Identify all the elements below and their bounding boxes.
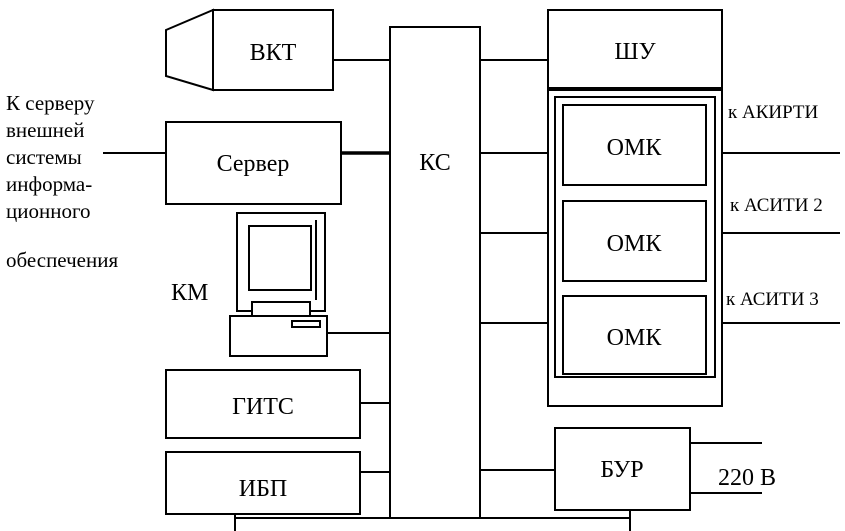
voltage-label: 220 В (718, 465, 776, 491)
vkt-label: ВКТ (250, 40, 297, 66)
omk-label-3: ОМК (607, 325, 663, 351)
gits-block (165, 369, 361, 439)
ibp-label: ИБП (239, 476, 287, 502)
omk-block-3 (562, 295, 707, 375)
external-server-line-6: обеспечения (6, 248, 118, 272)
ibp-block (165, 451, 361, 515)
server-label: Сервер (217, 151, 290, 177)
ks-label: КС (419, 150, 450, 176)
external-server-line-5: ционного (6, 199, 91, 223)
bur-label: БУР (600, 457, 643, 483)
shu-label: ШУ (614, 39, 655, 65)
to-asiti3-label: к АСИТИ 3 (726, 289, 819, 310)
computer-icon (229, 212, 328, 357)
monitor-screen (248, 225, 312, 291)
km-label: КМ (171, 280, 208, 306)
drive-slot (291, 320, 321, 328)
ks-block (389, 26, 481, 519)
external-server-line-1: К серверу (6, 91, 95, 115)
server-block (165, 121, 342, 205)
omk-label-2: ОМК (607, 231, 663, 257)
omk-block-1 (562, 104, 707, 186)
camera-icon (165, 8, 214, 92)
bur-block (554, 427, 691, 511)
omk-label-1: ОМК (607, 135, 663, 161)
monitor-stand (251, 301, 311, 317)
gits-label: ГИТС (232, 394, 294, 420)
to-asiti2-label: к АСИТИ 2 (730, 195, 823, 216)
external-server-line-3: системы (6, 145, 82, 169)
external-server-line-2: внешней (6, 118, 84, 142)
vkt-block (212, 9, 334, 91)
to-akirti-label: к АКИРТИ (728, 102, 819, 123)
omk-block-2 (562, 200, 707, 282)
external-server-note: К серверу внешней системы информа- ционн… (6, 91, 118, 272)
shu-block (547, 9, 723, 89)
external-server-line-4: информа- (6, 172, 92, 196)
